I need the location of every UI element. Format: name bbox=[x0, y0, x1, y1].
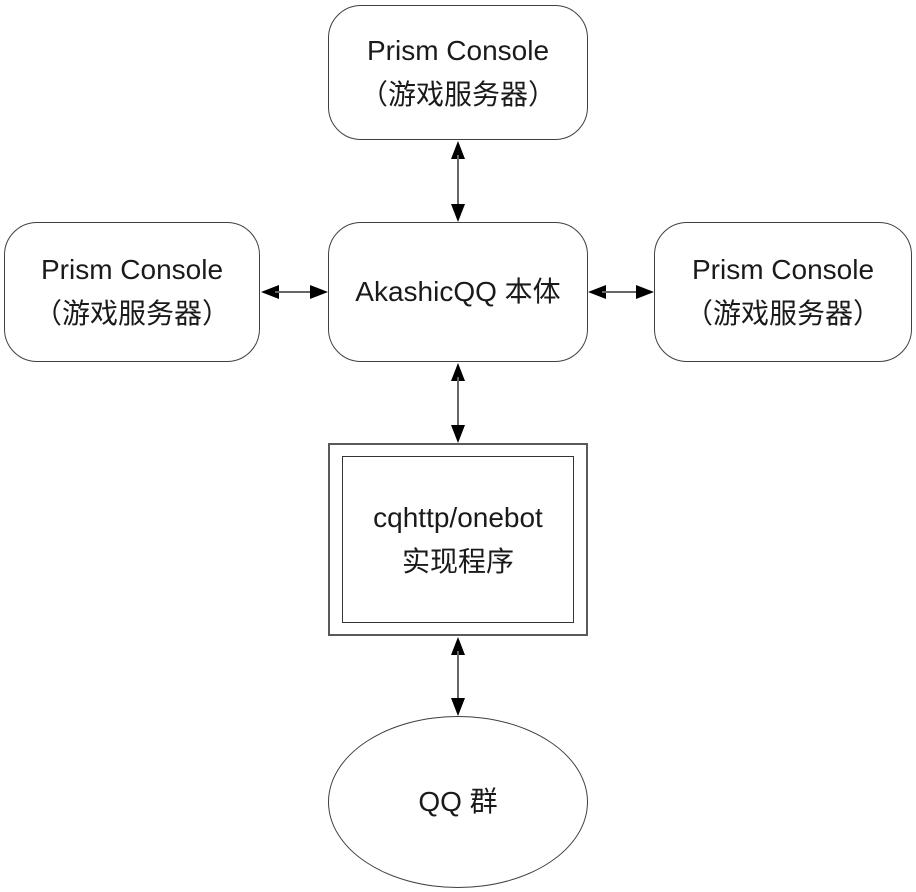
arrow-shaft bbox=[456, 155, 460, 208]
arrowhead-left-icon bbox=[588, 285, 606, 299]
node-prism-console-left: Prism Console （游戏服务器） bbox=[4, 222, 260, 362]
arrowhead-right-icon bbox=[310, 285, 328, 299]
arrowhead-down-icon bbox=[451, 698, 465, 716]
edge-prismtop-akashicqq bbox=[448, 141, 468, 222]
node-label-line: （游戏服务器） bbox=[359, 78, 556, 110]
node-label-line: （游戏服务器） bbox=[33, 298, 230, 329]
node-prism-console-top: Prism Console （游戏服务器） bbox=[328, 5, 588, 140]
arrowhead-left-icon bbox=[261, 285, 279, 299]
node-label-line: QQ 群 bbox=[418, 786, 498, 817]
node-label-line: 实现程序 bbox=[401, 545, 514, 577]
node-prism-console-right: Prism Console （游戏服务器） bbox=[654, 222, 912, 362]
arrowhead-down-icon bbox=[451, 204, 465, 222]
node-cqhttp-inner-frame: cqhttp/onebot 实现程序 bbox=[342, 456, 574, 623]
node-akashicqq: AkashicQQ 本体 bbox=[328, 222, 588, 362]
arrow-shaft bbox=[602, 290, 640, 294]
arrowhead-up-icon bbox=[451, 363, 465, 381]
node-label-line: AkashicQQ 本体 bbox=[355, 276, 561, 307]
edge-prismleft-akashicqq bbox=[261, 282, 328, 302]
node-label-line: （游戏服务器） bbox=[684, 298, 881, 329]
node-label-line: Prism Console bbox=[366, 34, 550, 66]
node-label-line: Prism Console bbox=[40, 254, 224, 285]
edge-akashicqq-cqhttp bbox=[448, 363, 468, 443]
arrowhead-up-icon bbox=[451, 637, 465, 655]
edge-akashicqq-prismright bbox=[588, 282, 654, 302]
node-qq-group: QQ 群 bbox=[328, 716, 588, 888]
arrow-shaft bbox=[456, 651, 460, 702]
arrowhead-right-icon bbox=[636, 285, 654, 299]
edge-cqhttp-qqgroup bbox=[448, 637, 468, 716]
arrow-shaft bbox=[275, 290, 314, 294]
node-cqhttp-onebot: cqhttp/onebot 实现程序 bbox=[328, 443, 588, 636]
arrowhead-up-icon bbox=[451, 141, 465, 159]
node-label-line: Prism Console bbox=[691, 254, 875, 285]
arrow-shaft bbox=[456, 377, 460, 429]
node-label-line: cqhttp/onebot bbox=[373, 501, 543, 533]
arrowhead-down-icon bbox=[451, 425, 465, 443]
